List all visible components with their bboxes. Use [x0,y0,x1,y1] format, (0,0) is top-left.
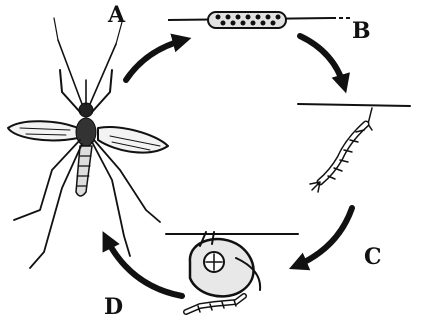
adult-mosquito [8,18,168,268]
label-d: D [104,296,123,318]
arrow-b-to-larva [300,36,344,86]
arrow-pupa-to-adult [106,238,182,296]
label-a: A [108,4,125,26]
label-b: B [352,20,371,42]
label-c: C [364,246,382,268]
egg-raft [168,12,350,28]
water-line-larva [298,104,410,106]
pupa [166,232,298,312]
right-wing [98,127,168,152]
arrow-larva-to-pupa [296,208,352,266]
larva [298,104,410,192]
head [79,103,93,117]
arrow-a-to-b [126,40,184,80]
left-wing [8,121,78,140]
